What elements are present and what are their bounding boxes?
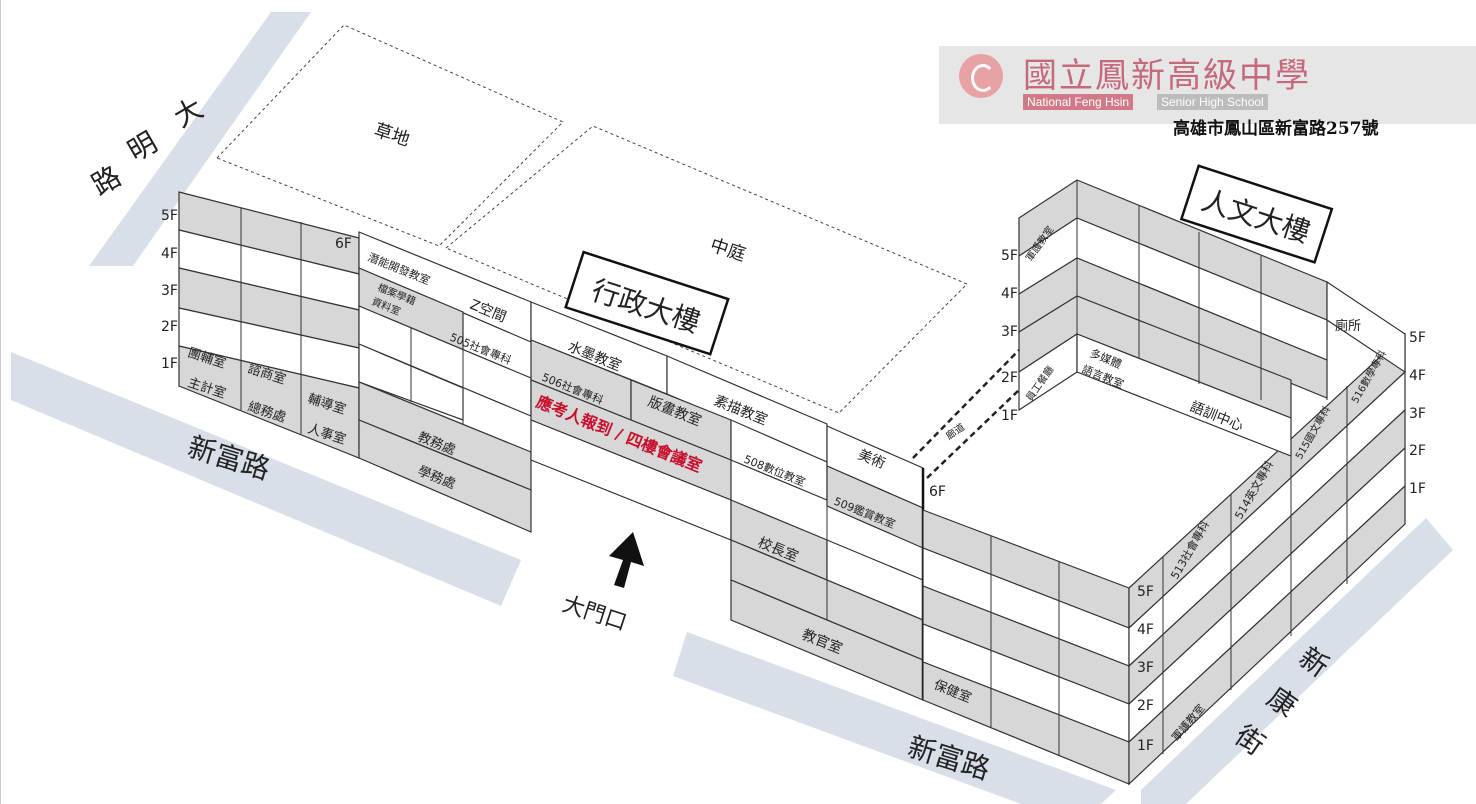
floor-label: 3F — [1409, 406, 1426, 422]
main-gate-arrow-icon — [609, 532, 644, 588]
courtyard-area — [445, 125, 968, 414]
floor-label: 2F — [1409, 443, 1426, 459]
floor-label: 5F — [1409, 330, 1426, 346]
road-label-daming: 路 — [86, 159, 127, 202]
school-name-en-2: Senior High School — [1157, 94, 1268, 110]
floor-label: 1F — [1137, 738, 1154, 754]
floor-label: 5F — [1001, 248, 1018, 264]
road-daming — [89, 12, 311, 266]
road-xinfu-left — [11, 352, 521, 606]
floor-label: 6F — [335, 236, 352, 252]
corridor-line-1 — [912, 349, 1020, 459]
courtyard-label: 中庭 — [707, 235, 748, 266]
school-logo-icon — [959, 54, 1003, 98]
school-name-cn: 國立鳳新高級中學 — [1023, 56, 1311, 96]
floor-label: 4F — [161, 246, 178, 262]
corridor-line-2 — [926, 389, 1020, 479]
road-xinkang — [1141, 518, 1453, 804]
floor-label: 1F — [1409, 481, 1426, 497]
road-xinfu-bottom — [673, 632, 1116, 804]
floor-label: 1F — [161, 356, 178, 372]
floor-label: 2F — [1001, 370, 1018, 386]
floor-label: 5F — [1137, 584, 1154, 600]
floor-label: 5F — [161, 208, 178, 224]
left-block — [178, 191, 360, 459]
school-name-en-1: National Feng Hsin — [1023, 94, 1134, 110]
floor-label: 3F — [1137, 660, 1154, 676]
humanities-right-wing — [1128, 332, 1406, 786]
floor-label: 6F — [929, 484, 946, 500]
floor-label: 3F — [1001, 324, 1018, 340]
floor-label: 4F — [1409, 368, 1426, 384]
lower-right-block — [922, 509, 1130, 785]
main-gate-label: 大門口 — [559, 592, 630, 636]
road-label-daming: 明 — [122, 125, 163, 168]
floor-label: 2F — [161, 319, 178, 335]
room-label: 廊道 — [943, 420, 967, 442]
floor-label: 2F — [1137, 698, 1154, 714]
floor-label: 4F — [1001, 286, 1018, 302]
lawn-label: 草地 — [371, 120, 412, 151]
admin-building-label-box: 行政大樓 — [564, 250, 730, 356]
floor-label: 4F — [1137, 622, 1154, 638]
lawn-area — [216, 24, 564, 247]
floor-label: 3F — [161, 283, 178, 299]
room-label: 廁所 — [1335, 318, 1361, 334]
floor-label: 1F — [1001, 408, 1018, 424]
school-address: 高雄市鳳山區新富路257號 — [1173, 119, 1379, 139]
school-logo-banner: 國立鳳新高級中學 National Feng Hsin Senior High … — [939, 46, 1476, 124]
humanities-upper — [1018, 179, 1406, 457]
